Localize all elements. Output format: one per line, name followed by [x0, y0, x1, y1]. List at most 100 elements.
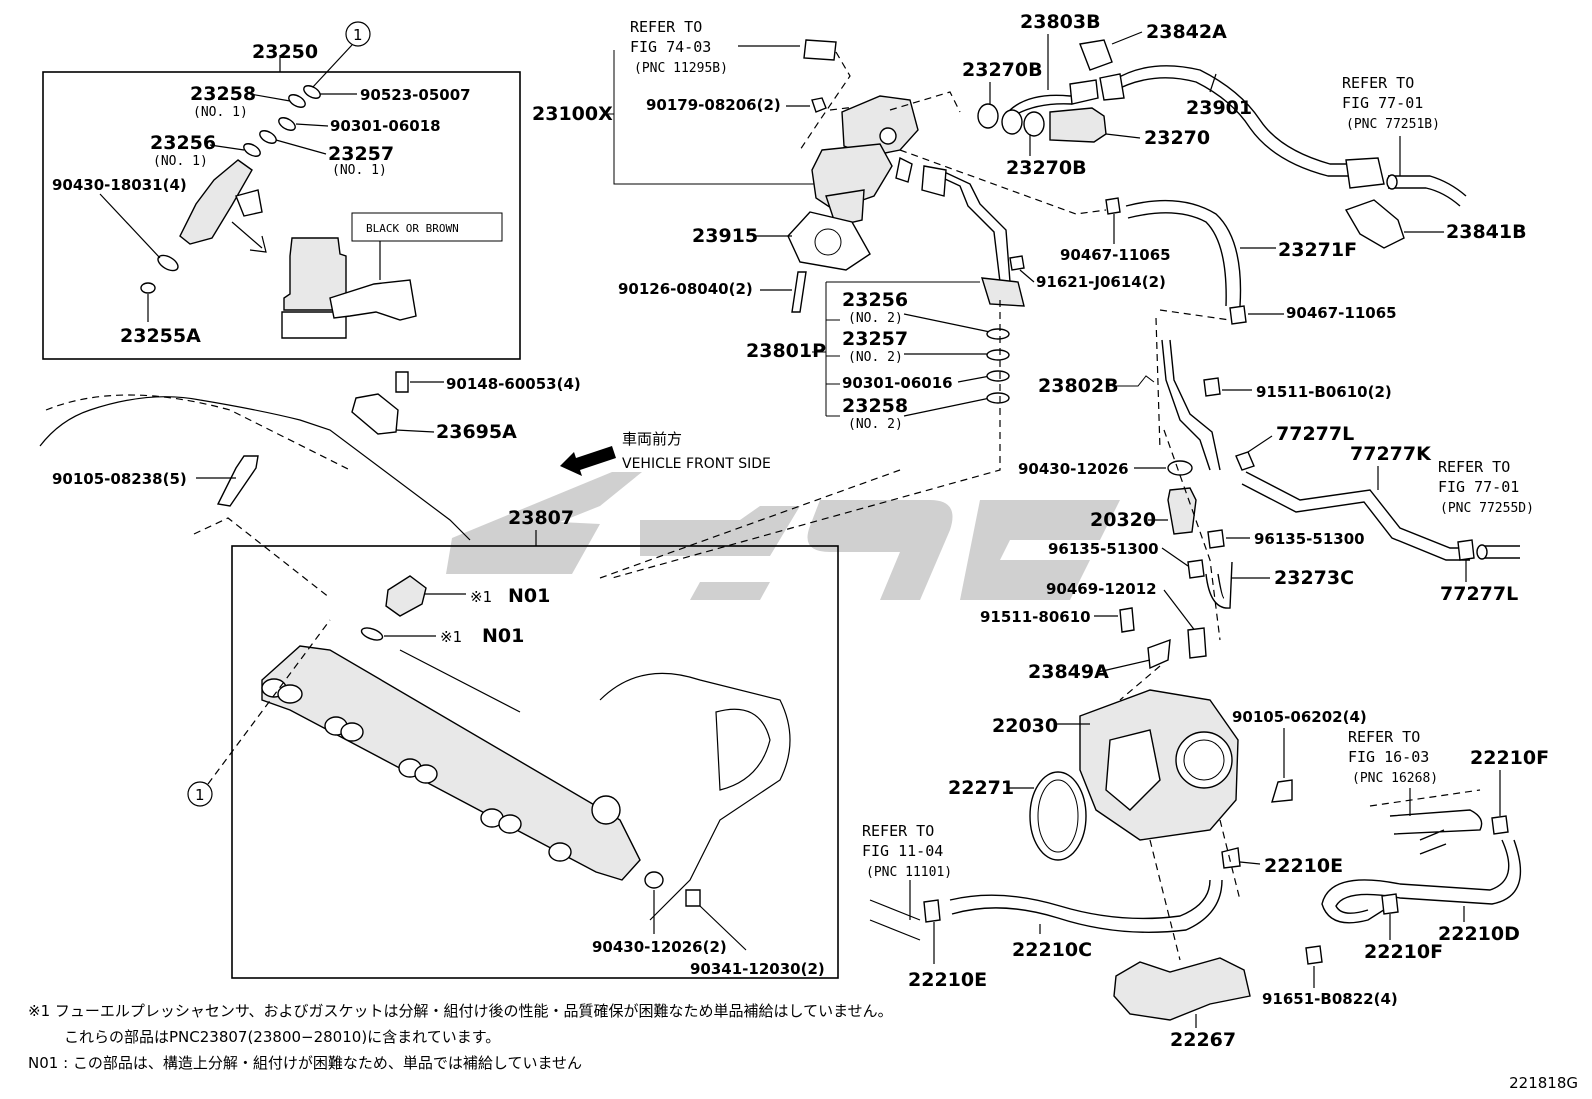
svg-text:(NO. 1): (NO. 1) [153, 154, 208, 169]
label-22271: 22271 [948, 777, 1014, 799]
refer-fig11-line2: FIG 11-04 [862, 842, 943, 860]
clip-77277L-b [1457, 539, 1475, 561]
refer-fig77a-line1: REFER TO [1342, 74, 1414, 92]
svg-text:(NO. 2): (NO. 2) [848, 350, 903, 365]
vehicle-front-en: VEHICLE FRONT SIDE [622, 456, 771, 472]
o-ring-23258-no1 [288, 94, 306, 108]
label-77277L-b: 77277L [1440, 583, 1518, 605]
gasket-90430-12026-2 [644, 871, 664, 889]
refer-fig74-line2: FIG 74-03 [630, 38, 711, 56]
label-22210F-a: 22210F [1470, 747, 1549, 769]
label-23801P: 23801P [746, 340, 826, 362]
label-22210D: 22210D [1438, 923, 1520, 945]
footnote-line-1: ※1 フューエルプレッシャセンサ、およびガスケットは分解・組付け後の性能・品質確… [28, 1002, 893, 1020]
stud-90126 [791, 271, 807, 313]
seal-23257-no2 [986, 349, 1010, 361]
label-23807: 23807 [508, 507, 574, 529]
o-ring-23270B-b [1001, 109, 1023, 135]
label-n01-sensor: N01 [508, 585, 550, 607]
label-23841B: 23841B [1446, 221, 1527, 243]
label-90105-06202: 90105-06202(4) [1232, 708, 1367, 726]
bolt-91651-B0822 [1305, 945, 1323, 965]
svg-text:(NO. 1): (NO. 1) [193, 105, 248, 120]
label-90301-06016: 90301-06016 [842, 374, 953, 392]
label-90179-08206: 90179-08206(2) [646, 96, 781, 114]
label-20320: 20320 [1090, 509, 1156, 531]
vehicle-front-arrow-icon [560, 446, 616, 476]
injector-detail-base [281, 311, 347, 339]
clip-96135-a [1187, 559, 1205, 579]
label-23695A: 23695A [436, 421, 517, 443]
seal-23256-no2 [986, 328, 1010, 340]
seal-90301-06016 [986, 370, 1010, 382]
label-91621-J0614: 91621-J0614(2) [1036, 273, 1166, 291]
refer-fig74-line3: (PNC 11295B) [634, 61, 728, 76]
bolt-91621 [1009, 255, 1025, 271]
pressure-regulator-23270 [1049, 107, 1107, 143]
label-90469-12012: 90469-12012 [1046, 580, 1157, 598]
label-91651-B0822: 91651-B0822(4) [1262, 990, 1398, 1008]
o-ring-23257-no1 [259, 130, 277, 144]
label-23257-no2: 23257 [842, 328, 908, 350]
seal-23258-no2 [986, 392, 1010, 404]
label-77277L-a: 77277L [1276, 423, 1354, 445]
sensor-gasket [360, 627, 384, 641]
o-ring-90301-06018 [278, 117, 296, 131]
clamp-22210E-b [923, 899, 941, 923]
bolt-90105-08238 [216, 455, 259, 507]
label-90467-11065-a: 90467-11065 [1060, 246, 1171, 264]
label-90301-06018: 90301-06018 [330, 117, 441, 135]
injector-seal-90430 [157, 254, 179, 272]
label-n01-gasket: N01 [482, 625, 524, 647]
label-23803B: 23803B [1020, 11, 1101, 33]
refer-fig77b-line3: (PNC 77255D) [1440, 501, 1534, 516]
label-90126-08040: 90126-08040(2) [618, 280, 753, 298]
circle-1-icon [345, 21, 371, 47]
insulator-23255A [140, 282, 156, 294]
hose-23901-connector [1345, 157, 1385, 189]
fuel-pump-group: REFER TO FIG 74-03 (PNC 11295B) 23100X 9… [532, 18, 1166, 579]
refer-fig77b-line1: REFER TO [1438, 458, 1510, 476]
label-23257-no1: 23257 [328, 143, 394, 165]
bolt-90341 [685, 889, 701, 907]
label-23256-no2: 23256 [842, 289, 908, 311]
label-22210E-a: 22210E [1264, 855, 1343, 877]
label-23271F: 23271F [1278, 239, 1357, 261]
svg-text:※1: ※1 [470, 588, 492, 606]
clip-90467-a [1105, 197, 1121, 215]
svg-text:(NO. 2): (NO. 2) [848, 417, 903, 432]
clamp-90469 [1187, 627, 1207, 659]
circle-1-label: 1 [353, 26, 363, 44]
refer-fig77a-line2: FIG 77-01 [1342, 94, 1423, 112]
fuel-rail-23807 [261, 645, 641, 881]
vsv-group: 23802B 91511-B0610(2) 77277L 77277K REFE… [980, 339, 1534, 701]
svg-text:(NO. 1): (NO. 1) [332, 163, 387, 178]
arrow-icon [231, 221, 267, 253]
fuel-rail-box [231, 545, 839, 979]
bracket-23695A [351, 393, 399, 435]
label-22030: 22030 [992, 715, 1058, 737]
bolt-91511-80610 [1119, 607, 1135, 633]
bolt-90105-06202 [1271, 779, 1293, 803]
label-23270B-a: 23270B [962, 59, 1043, 81]
bracket-22267 [1113, 957, 1251, 1021]
label-22267: 22267 [1170, 1029, 1236, 1051]
circle-1-icon-b [187, 781, 213, 807]
o-ring-23270B-a [977, 103, 999, 129]
label-22210E-b: 22210E [908, 969, 987, 991]
label-23901: 23901 [1186, 97, 1252, 119]
label-22210C: 22210C [1012, 939, 1092, 961]
bolt-91511-B0610 [1203, 377, 1221, 397]
label-90430-12026-2: 90430-12026(2) [592, 938, 727, 956]
clamp-22210E-a [1221, 847, 1241, 869]
label-23849A: 23849A [1028, 661, 1109, 683]
svg-text:(NO. 2): (NO. 2) [848, 311, 903, 326]
label-23256-no1: 23256 [150, 132, 216, 154]
clip-77277L-a [1235, 451, 1255, 471]
label-23842A: 23842A [1146, 21, 1227, 43]
injector-box: 23250 1 BLACK OR BROWN 23258 (NO. 1) 905… [42, 21, 521, 360]
throttle-body-group: 22030 90105-06202(4) 22271 22210E 22210E… [862, 689, 1549, 1051]
vsv-20320 [1167, 487, 1197, 535]
label-23250: 23250 [252, 41, 318, 63]
bolt-90148 [395, 371, 409, 393]
